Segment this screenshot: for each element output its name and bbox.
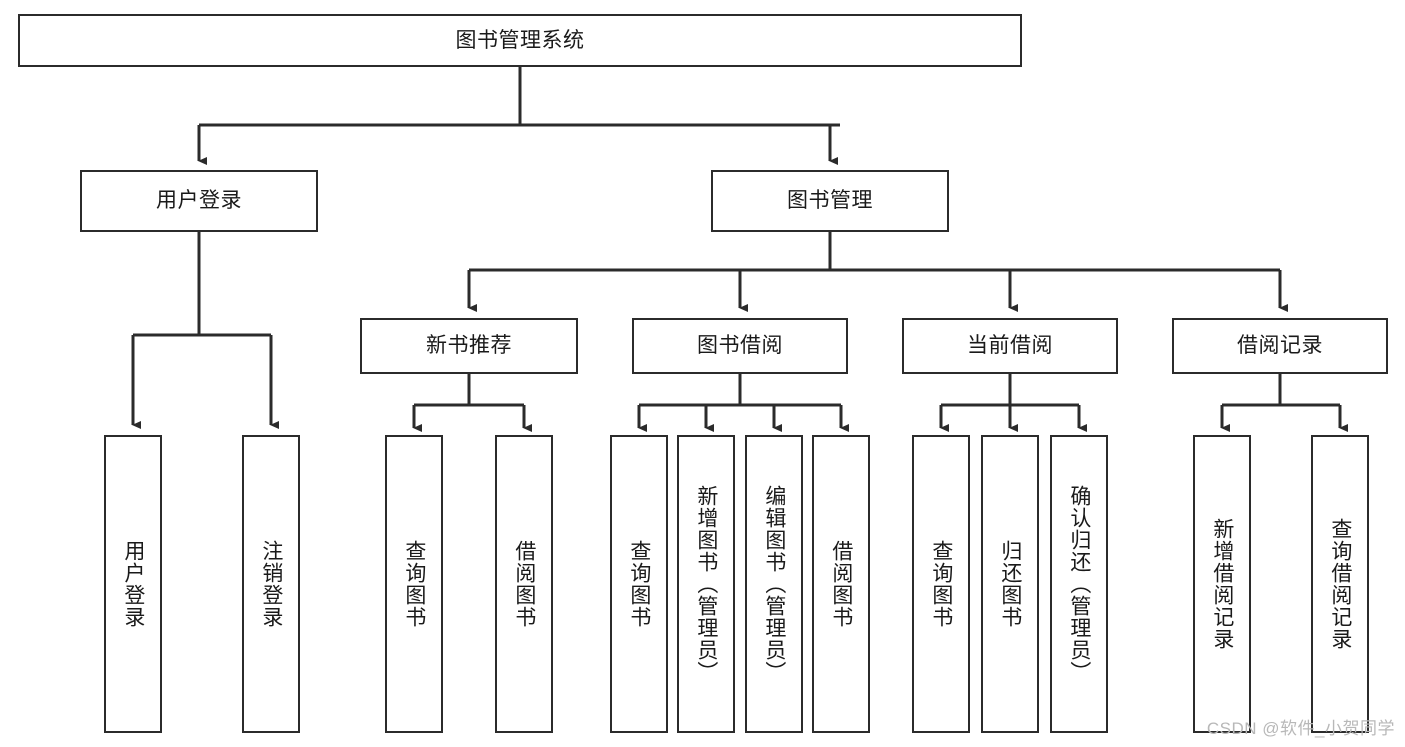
node-root-label: 图书管理系统 bbox=[455, 28, 585, 52]
leaf-borrow-book-1[interactable]: 借阅图书 bbox=[495, 435, 553, 733]
leaf-add-book[interactable]: 新增图书（管理员） bbox=[677, 435, 735, 733]
leaf-borrow-book-2-label: 借阅图书 bbox=[829, 540, 853, 628]
leaf-return-book-label: 归还图书 bbox=[998, 540, 1022, 628]
leaf-edit-book[interactable]: 编辑图书（管理员） bbox=[745, 435, 803, 733]
leaf-logout-login-label: 注销登录 bbox=[259, 540, 283, 628]
leaf-edit-book-label: 编辑图书（管理员） bbox=[762, 485, 786, 683]
node-new-book-recommend-label: 新书推荐 bbox=[426, 334, 512, 358]
node-book-borrow-label: 图书借阅 bbox=[697, 334, 783, 358]
node-user-login[interactable]: 用户登录 bbox=[80, 170, 318, 232]
leaf-query-book-3[interactable]: 查询图书 bbox=[912, 435, 970, 733]
leaf-query-book-2[interactable]: 查询图书 bbox=[610, 435, 668, 733]
leaf-user-login-label: 用户登录 bbox=[121, 540, 145, 628]
leaf-return-book[interactable]: 归还图书 bbox=[981, 435, 1039, 733]
leaf-query-record[interactable]: 查询借阅记录 bbox=[1311, 435, 1369, 733]
node-current-borrow[interactable]: 当前借阅 bbox=[902, 318, 1118, 374]
leaf-query-book-1[interactable]: 查询图书 bbox=[385, 435, 443, 733]
node-book-management[interactable]: 图书管理 bbox=[711, 170, 949, 232]
leaf-add-record[interactable]: 新增借阅记录 bbox=[1193, 435, 1251, 733]
watermark-text: CSDN @软件_小贺同学 bbox=[1206, 719, 1395, 738]
leaf-query-book-2-label: 查询图书 bbox=[627, 540, 651, 628]
leaf-query-record-label: 查询借阅记录 bbox=[1328, 518, 1352, 650]
node-book-borrow[interactable]: 图书借阅 bbox=[632, 318, 848, 374]
leaf-add-book-label: 新增图书（管理员） bbox=[694, 485, 718, 683]
node-user-login-label: 用户登录 bbox=[156, 189, 242, 213]
leaf-user-login[interactable]: 用户登录 bbox=[104, 435, 162, 733]
leaf-confirm-return-label: 确认归还（管理员） bbox=[1067, 485, 1091, 683]
leaf-add-record-label: 新增借阅记录 bbox=[1210, 518, 1234, 650]
node-borrow-record-label: 借阅记录 bbox=[1237, 334, 1323, 358]
leaf-confirm-return[interactable]: 确认归还（管理员） bbox=[1050, 435, 1108, 733]
node-new-book-recommend[interactable]: 新书推荐 bbox=[360, 318, 578, 374]
node-root[interactable]: 图书管理系统 bbox=[18, 14, 1022, 67]
leaf-query-book-3-label: 查询图书 bbox=[929, 540, 953, 628]
node-current-borrow-label: 当前借阅 bbox=[967, 334, 1053, 358]
leaf-query-book-1-label: 查询图书 bbox=[402, 540, 426, 628]
leaf-logout-login[interactable]: 注销登录 bbox=[242, 435, 300, 733]
node-book-management-label: 图书管理 bbox=[787, 189, 873, 213]
leaf-borrow-book-1-label: 借阅图书 bbox=[512, 540, 536, 628]
node-borrow-record[interactable]: 借阅记录 bbox=[1172, 318, 1388, 374]
leaf-borrow-book-2[interactable]: 借阅图书 bbox=[812, 435, 870, 733]
